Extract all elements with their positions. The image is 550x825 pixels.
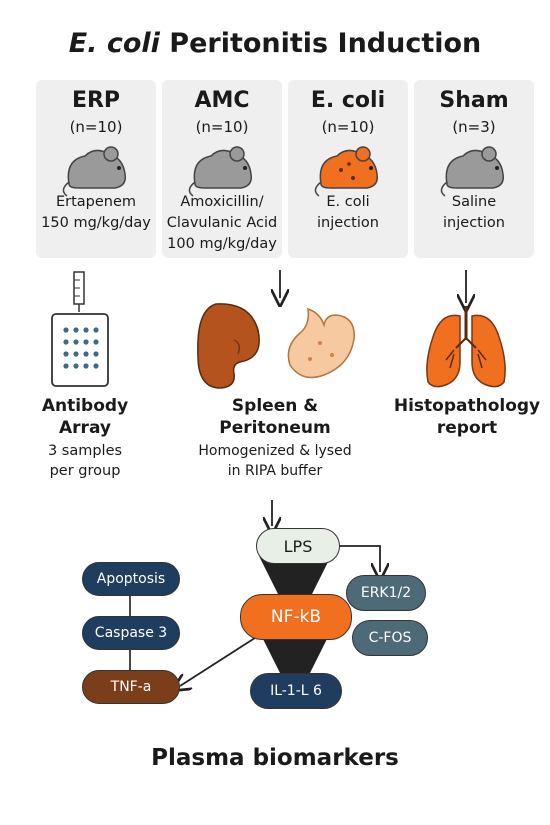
mouse-icon [440, 146, 505, 197]
group-card-sham: Sham (n=3) Saline injection [414, 80, 534, 258]
caspase-node: Caspase 3 [82, 616, 180, 650]
arrow-lps-to-erk [338, 545, 380, 572]
lungs-icon [426, 306, 506, 388]
spleen-icon [197, 303, 260, 389]
organs-title: Spleen & Peritoneum [219, 396, 331, 438]
group-name: AMC [194, 88, 250, 113]
nfkb-node: NF-kB [240, 594, 352, 640]
histopathology-title: Histopathology report [393, 396, 541, 438]
group-description: E. coli injection [317, 194, 379, 231]
group-name: ERP [71, 88, 121, 113]
group-card-ecoli: E. coli (n=10) E. coli injection [288, 80, 408, 258]
infected-mouse-icon [314, 146, 379, 197]
antibody-array-description: 3 samples per group [47, 443, 123, 479]
antibody-array-title: Antibody Array [41, 396, 129, 438]
lps-node: LPS [256, 528, 340, 564]
group-card-amc: AMC (n=10) Amoxicillin/ Clavulanic Acid … [162, 80, 282, 258]
apoptosis-node: Apoptosis [82, 562, 180, 596]
arrow-nfkb-to-tnf [180, 635, 259, 686]
page-title: E. coli Peritonitis Induction [68, 28, 482, 59]
cfos-node: C-FOS [352, 620, 428, 656]
mouse-icon [62, 146, 127, 197]
group-count: (n=3) [452, 118, 496, 136]
group-description: Saline injection [443, 194, 505, 231]
organs-description: Homogenized & lysed in RIPA buffer [198, 443, 352, 479]
group-description: Amoxicillin/ Clavulanic Acid 100 mg/kg/d… [166, 194, 278, 252]
group-card-erp: ERP (n=10) Ertapenem 150 mg/kg/day [36, 80, 156, 258]
mouse-icon [188, 146, 253, 197]
erk-node: ERK1/2 [346, 575, 426, 611]
group-name: E. coli [310, 88, 386, 113]
group-description: Ertapenem 150 mg/kg/day [41, 194, 151, 231]
group-count: (n=10) [321, 118, 375, 136]
group-name: Sham [439, 88, 509, 113]
group-count: (n=10) [195, 118, 249, 136]
tnf-node: TNF-a [82, 670, 180, 704]
group-count: (n=10) [69, 118, 123, 136]
plasma-biomarkers-label: Plasma biomarkers [151, 745, 399, 771]
il-node: IL-1-L 6 [250, 673, 342, 709]
antibody-array-icon [51, 271, 109, 387]
peritoneum-icon [287, 307, 355, 379]
